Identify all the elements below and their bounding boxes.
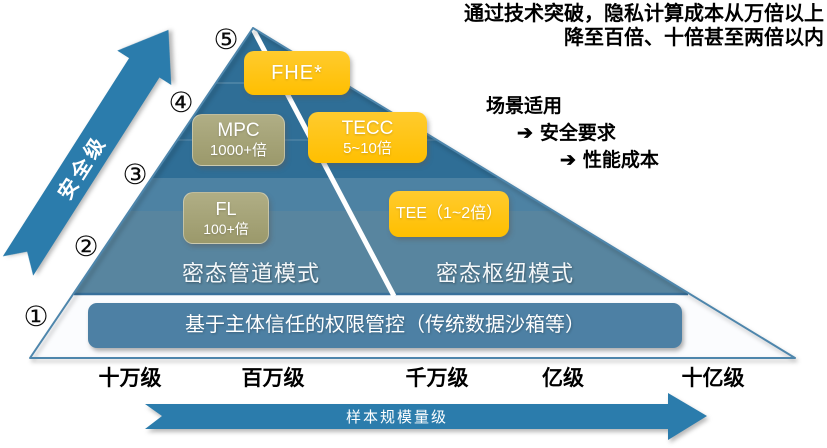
- level-badge-1: ①: [23, 301, 49, 332]
- tech-box-fl: FL 100+倍: [183, 192, 269, 244]
- x-tick-100m: 亿级: [542, 367, 584, 390]
- tech-box-tee-label: TEE（1~2倍）: [395, 205, 503, 222]
- headline-line-1: 通过技术突破，隐私计算成本从万倍以上: [464, 3, 824, 25]
- pyramid-outline: [29, 27, 796, 359]
- tech-box-mpc: MPC 1000+倍: [192, 114, 285, 166]
- level-badge-4: ④: [168, 87, 194, 118]
- level-badge-3: ③: [122, 159, 148, 190]
- scenario-item-performance: ➔ 性能成本: [486, 150, 659, 171]
- scale-axis-label: 样本规模量级: [346, 409, 448, 426]
- scenario-item-performance-label: 性能成本: [582, 150, 659, 171]
- tech-box-mpc-cost: 1000+倍: [209, 142, 268, 159]
- base-trust-bar: 基于主体信任的权限管控（传统数据沙箱等）: [88, 303, 682, 348]
- tech-box-tecc-cost: 5~10倍: [343, 139, 392, 157]
- tech-box-fl-cost: 100+倍: [203, 221, 249, 237]
- x-tick-100k: 十万级: [98, 367, 162, 390]
- level-badge-5: ⑤: [213, 24, 239, 55]
- scenario-item-security-label: 安全要求: [539, 123, 616, 144]
- tech-box-mpc-label: MPC: [217, 120, 260, 141]
- mode-label-pipeline: 密态管道模式: [181, 261, 320, 286]
- scenario-item-security: ➔ 安全要求: [486, 123, 659, 144]
- tech-box-tecc-label: TECC: [341, 117, 394, 139]
- tech-box-tee: TEE（1~2倍）: [389, 191, 509, 237]
- x-tick-1b: 十亿级: [681, 367, 745, 390]
- tech-box-fhe: FHE*: [244, 51, 350, 95]
- scenario-heading: 场景适用: [486, 96, 563, 117]
- level-badge-2: ②: [73, 231, 99, 262]
- x-tick-10m: 千万级: [405, 367, 469, 390]
- security-axis-arrow-shape: [2, 29, 172, 276]
- right-arrow-icon: ➔: [517, 123, 533, 144]
- headline: 通过技术突破，隐私计算成本从万倍以上 降至百倍、十倍甚至两倍以内: [464, 2, 824, 50]
- scale-axis-arrow: 样本规模量级: [145, 393, 707, 440]
- tech-box-tecc: TECC 5~10倍: [308, 112, 427, 163]
- scale-axis-arrow-shape: [145, 393, 707, 440]
- mode-label-hub: 密态枢纽模式: [435, 261, 574, 286]
- tech-box-fl-label: FL: [215, 199, 237, 219]
- x-tick-1m: 百万级: [241, 367, 305, 390]
- tech-box-fhe-label: FHE*: [271, 62, 323, 84]
- headline-line-2: 降至百倍、十倍甚至两倍以内: [564, 27, 824, 49]
- right-arrow-icon: ➔: [560, 150, 576, 171]
- scenario-legend: 场景适用 ➔ 安全要求 ➔ 性能成本: [486, 96, 659, 171]
